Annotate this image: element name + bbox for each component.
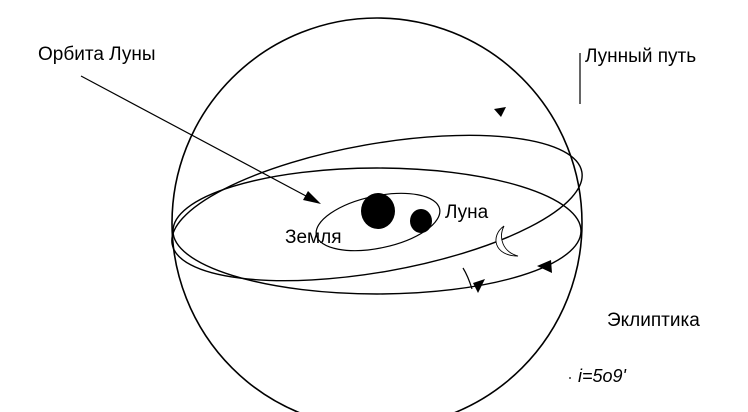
moon-label: Луна bbox=[445, 202, 489, 223]
celestial-sphere bbox=[171, 17, 583, 412]
earth-body bbox=[361, 193, 395, 229]
ecliptic-circle bbox=[172, 167, 582, 295]
moon-orbit-label: Орбита Луны bbox=[38, 44, 156, 65]
inclination-formula: i=5o9' bbox=[578, 366, 627, 386]
lunar-path-circle bbox=[171, 134, 583, 282]
lunar-path-direction-arrow-icon bbox=[494, 107, 506, 117]
moon-orbit-pointer-arrowhead-icon bbox=[303, 191, 321, 204]
ecliptic-label: Эклиптика bbox=[607, 310, 700, 331]
ecliptic-direction-arrow-icon bbox=[537, 260, 552, 273]
moon-path-label: Лунный путь bbox=[585, 46, 696, 67]
crescent-moon-icon bbox=[495, 225, 519, 257]
formula-dot bbox=[569, 377, 571, 379]
moon-body bbox=[410, 209, 432, 233]
earth-label: Земля bbox=[285, 227, 341, 248]
moon-orbit-pointer-line bbox=[80, 75, 307, 197]
inclination-angle-arc bbox=[462, 267, 473, 290]
node-direction-arrow-icon bbox=[473, 279, 485, 293]
